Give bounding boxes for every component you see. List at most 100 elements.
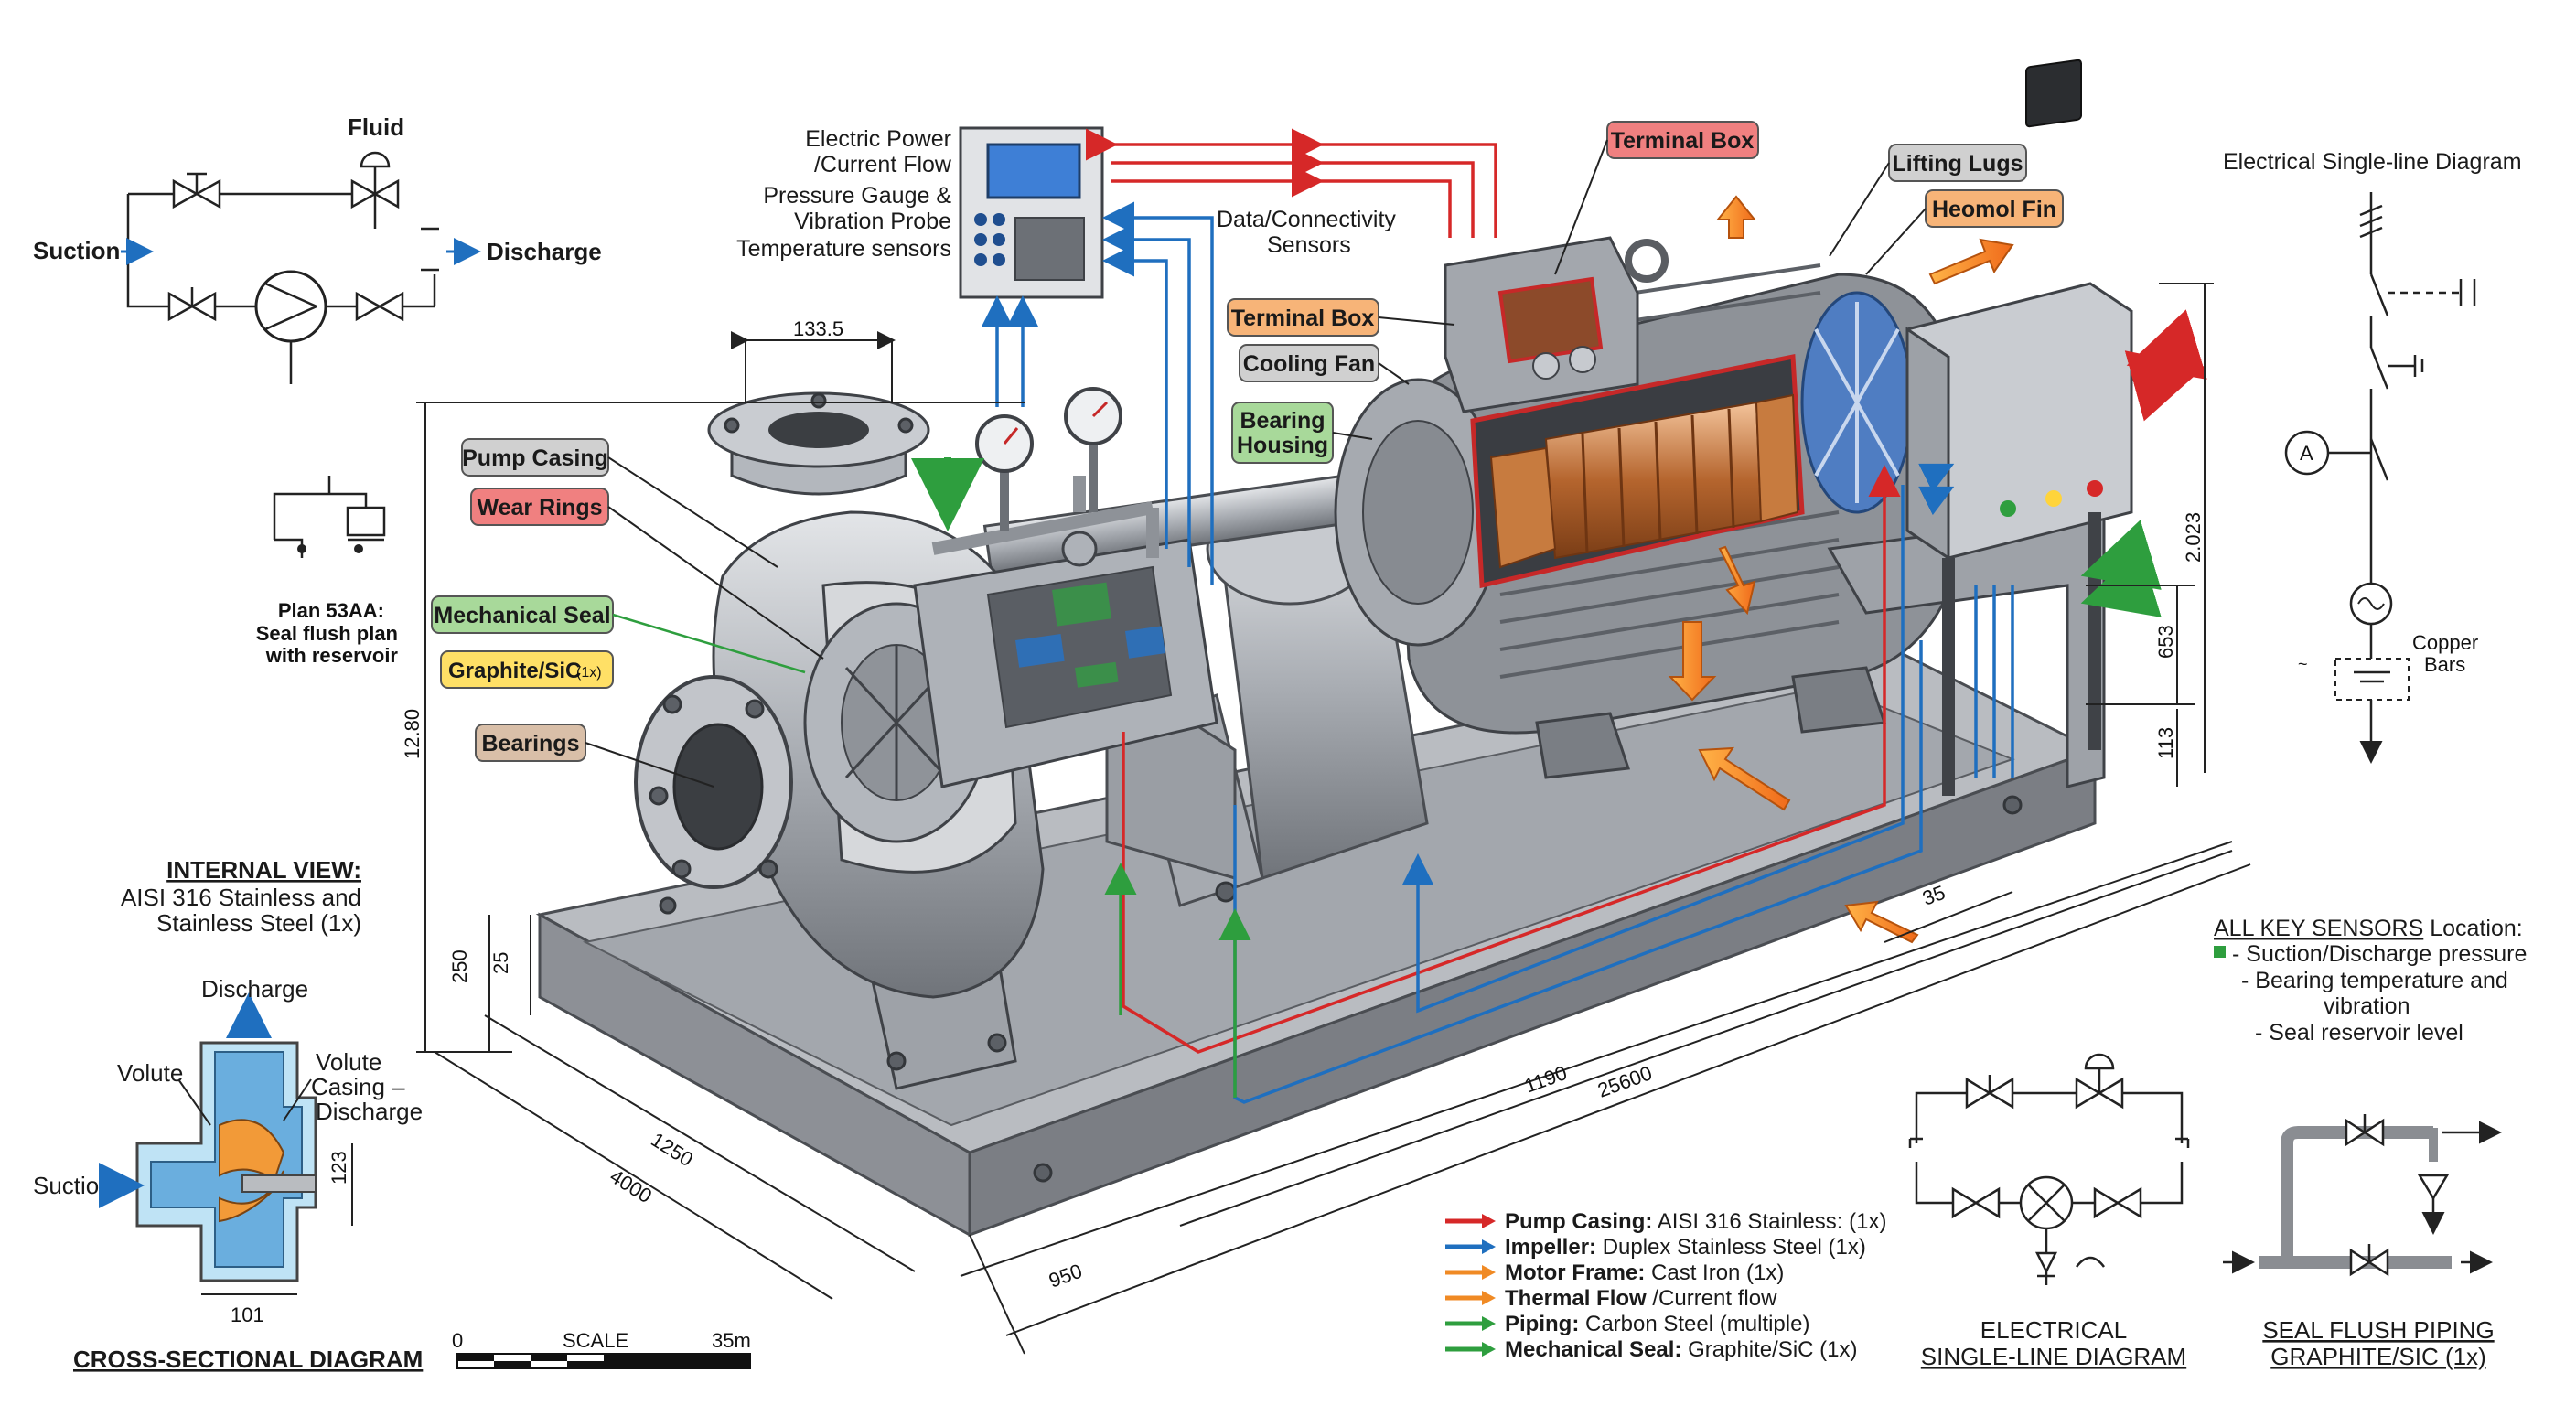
legend-item-text: Impeller: Duplex Stainless Steel (1x) (1505, 1235, 1866, 1260)
callout-graphite-sic-text: Graphite/SiC (448, 659, 581, 683)
callout-wear-rings: Wear Rings (470, 488, 824, 660)
callout-terminal-box-mid: Terminal Box (1227, 298, 1455, 337)
control-valve-icon (350, 151, 400, 209)
suction-label: Suction (33, 237, 120, 264)
motor (1334, 236, 2106, 788)
legend-arrowhead-icon (1482, 1214, 1496, 1228)
dim-height-left: 12.80 (401, 709, 424, 759)
legend-item-text: Mechanical Seal: Graphite/SiC (1x) (1505, 1337, 1857, 1362)
legend-item-text: Pump Casing: AISI 316 Stainless: (1x) (1505, 1209, 1886, 1234)
svg-text:ALL KEY SENSORS Location:: ALL KEY SENSORS Location: (2214, 916, 2523, 941)
plan53-title: Plan 53AA: (278, 599, 384, 622)
plan53-line2: Seal flush plan (256, 622, 398, 645)
internal-view-line2: Stainless Steel (1x) (156, 909, 361, 937)
xs-suction-label: Suction (33, 1172, 113, 1199)
ctrl-electric-power: Electric Power (805, 126, 951, 152)
key-sensor-item2: - Bearing temperature and (2241, 968, 2508, 993)
legend-item-detail: Carbon Steel (multiple) (1579, 1312, 1809, 1336)
bottom-seal-title-2: GRAPHITE/SIC (1x) (2270, 1343, 2485, 1370)
callout-lifting-lugs-text: Lifting Lugs (1892, 151, 2023, 177)
pump-symbol-icon (254, 270, 327, 384)
key-sensor-item1: - Suction/Discharge pressure (2232, 941, 2527, 967)
cross-sectional-diagram: Discharge Volute Volute Casing – Dischar… (33, 975, 423, 1373)
callout-mechanical-seal: Mechanical Seal (431, 595, 806, 674)
callout-pump-casing: Pump Casing (461, 438, 778, 568)
legend-item: Mechanical Seal: Graphite/SiC (1x) (1445, 1337, 1857, 1362)
copper-bars-line1: Copper (2412, 631, 2478, 654)
callout-graphite-sic: Graphite/SiC (1x) (440, 650, 614, 689)
copper-bars-line2: Bars (2424, 653, 2465, 676)
dim-950: 950 (1046, 1260, 1085, 1292)
legend: Pump Casing: AISI 316 Stainless: (1x)Imp… (1445, 1209, 1886, 1362)
internal-view-line1: AISI 316 Stainless and (121, 884, 361, 911)
legend-item-name: Thermal Flow (1505, 1286, 1647, 1311)
pressure-gauge-icon (975, 414, 1034, 531)
control-panel (1905, 59, 2133, 796)
callout-bearing-housing: Bearing Housing (1231, 402, 1373, 464)
dim-1190: 1190 (1521, 1061, 1570, 1098)
flow-schematic: Fluid Suction Discharge (33, 113, 602, 384)
legend-item-text: Piping: Carbon Steel (multiple) (1505, 1312, 1809, 1336)
pump-assembly (634, 387, 1218, 1090)
callout-heomol-fin: Heomol Fin (1865, 189, 2064, 275)
xs-volute-casing-1: Volute (316, 1048, 381, 1076)
key-sensor-item3: - Seal reservoir level (2255, 1020, 2463, 1046)
key-sensors-title-rest: Location: (2423, 916, 2522, 941)
scale-end: 35m (712, 1329, 751, 1352)
ctrl-current-flow: /Current Flow (814, 152, 952, 177)
legend-item-text: Thermal Flow /Current flow (1505, 1286, 1777, 1311)
legend-item: Motor Frame: Cast Iron (1x) (1445, 1260, 1784, 1285)
dim-1250: 1250 (647, 1128, 697, 1171)
legend-item: Pump Casing: AISI 316 Stainless: (1x) (1445, 1209, 1886, 1234)
legend-item: Thermal Flow /Current flow (1445, 1286, 1777, 1311)
callout-pump-casing-text: Pump Casing (462, 445, 608, 471)
internal-view-title: INTERNAL VIEW: (166, 856, 361, 884)
callout-lifting-lugs: Lifting Lugs (1829, 144, 2027, 257)
flow-arrow-red (2126, 309, 2207, 380)
xs-volute-label: Volute (117, 1059, 183, 1087)
callout-heomol-fin-text: Heomol Fin (1932, 197, 2056, 222)
legend-item: Impeller: Duplex Stainless Steel (1x) (1445, 1235, 1866, 1260)
legend-item-detail: Duplex Stainless Steel (1x) (1596, 1235, 1866, 1260)
electrical-diagram-title: Electrical Single-line Diagram (2223, 149, 2522, 175)
key-sensors-list: ALL KEY SENSORS Location: - Suction/Disc… (2214, 916, 2527, 1046)
dim-250: 250 (448, 949, 471, 983)
xs-volute-casing-2: Casing – (311, 1073, 405, 1100)
controller-box (959, 126, 1104, 299)
flow-arrow-green (2080, 547, 2162, 617)
callout-bearings-text: Bearings (482, 731, 580, 756)
bottom-electrical-title-2: SINGLE-LINE DIAGRAM (1921, 1343, 2186, 1370)
legend-item-detail: /Current flow (1647, 1286, 1777, 1311)
xs-discharge-label: Discharge (201, 975, 308, 1003)
callout-terminal-box-top: Terminal Box (1554, 121, 1759, 275)
electrical-single-line-diagram: Electrical Single-line Diagram A ~ Coppe… (2223, 149, 2522, 764)
plan53-schematic: Plan 53AA: Seal flush plan with reservoi… (256, 476, 398, 667)
discharge-label: Discharge (487, 238, 602, 265)
callout-wear-rings-text: Wear Rings (477, 495, 602, 520)
callout-cooling-fan: Cooling Fan (1239, 344, 1410, 385)
dim-653: 653 (2154, 625, 2177, 659)
legend-item-name: Piping: (1505, 1312, 1579, 1336)
callout-bearing-housing-line1: Bearing (1240, 408, 1325, 434)
callout-mechanical-seal-text: Mechanical Seal (434, 603, 610, 628)
bottom-seal-title-1: SEAL FLUSH PIPING (2262, 1316, 2494, 1344)
legend-arrowhead-icon (1482, 1265, 1496, 1280)
legend-arrowhead-icon (1482, 1316, 1496, 1331)
legend-item-name: Pump Casing: (1505, 1209, 1652, 1234)
bottom-electrical-title-1: ELECTRICAL (1980, 1316, 2127, 1344)
callout-bearings: Bearings (475, 724, 714, 788)
dim-flange: 133.5 (793, 317, 843, 340)
flow-arrow-red (2124, 350, 2206, 422)
valve-icon (355, 291, 404, 322)
dim-25: 25 (489, 952, 512, 974)
ammeter-label: A (2300, 442, 2313, 465)
xs-volute-casing-3: Discharge (316, 1098, 423, 1125)
green-square-icon (2214, 946, 2226, 958)
ctrl-vibration-probe: Vibration Probe (794, 209, 951, 234)
dim-2023: 2.023 (2182, 512, 2205, 563)
legend-item-name: Impeller: (1505, 1235, 1596, 1260)
callout-bearing-housing-line2: Housing (1237, 433, 1328, 458)
key-sensor-item2b: vibration (2324, 993, 2410, 1019)
callout-cooling-fan-text: Cooling Fan (1243, 351, 1375, 377)
